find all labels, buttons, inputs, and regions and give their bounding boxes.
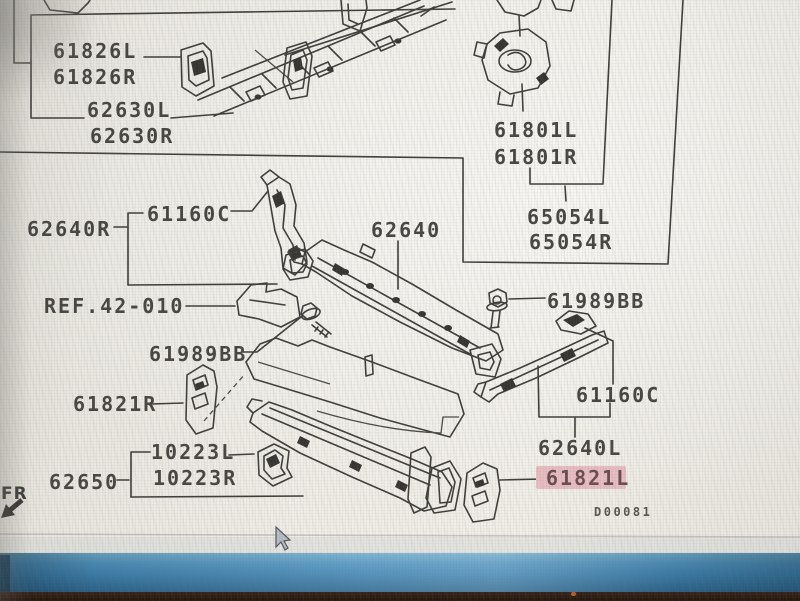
fr-arrow-icon (1, 498, 24, 518)
fr-label: FR (1, 484, 28, 504)
part-label-65054r[interactable]: 65054R (529, 230, 613, 254)
part-label-61821r[interactable]: 61821R (73, 392, 157, 416)
bezel-speck (571, 592, 576, 596)
part-drawings (43, 0, 609, 523)
part-label-62630l[interactable]: 62630L (87, 98, 171, 122)
drawing-code: D00081 (594, 505, 652, 519)
part-label-61989bb-right[interactable]: 61989BB (547, 289, 645, 313)
part-label-62640l[interactable]: 62640L (538, 436, 622, 460)
part-label-61989bb-left[interactable]: 61989BB (149, 342, 247, 366)
part-label-62650[interactable]: 62650 (49, 470, 119, 494)
part-label-62630r[interactable]: 62630R (90, 124, 174, 148)
ref-label[interactable]: REF.42-010 (44, 294, 184, 318)
part-labels: 61826L 61826R 62630L 62630R 61801L 61801… (1, 39, 660, 519)
taskbar-strip (0, 553, 800, 592)
part-label-10223r[interactable]: 10223R (153, 466, 237, 490)
mouse-cursor-icon (275, 525, 292, 551)
part-label-61801r[interactable]: 61801R (494, 145, 578, 169)
monitor-bezel (0, 592, 800, 601)
part-label-65054l[interactable]: 65054L (527, 205, 611, 229)
parts-diagram: 61826L 61826R 62630L 62630R 61801L 61801… (0, 0, 800, 556)
part-label-61801l[interactable]: 61801L (494, 118, 578, 142)
part-label-62640r[interactable]: 62640R (27, 217, 111, 241)
part-label-61160c-left[interactable]: 61160C (147, 202, 231, 226)
part-label-62640[interactable]: 62640 (371, 218, 441, 242)
highlight-61821l (536, 466, 626, 489)
part-label-61160c-right[interactable]: 61160C (576, 383, 660, 407)
part-label-61821l-highlighted[interactable]: 61821L (546, 466, 630, 490)
part-label-10223l[interactable]: 10223L (151, 440, 235, 464)
part-label-61826r[interactable]: 61826R (53, 65, 137, 89)
part-label-61826l[interactable]: 61826L (53, 39, 137, 63)
